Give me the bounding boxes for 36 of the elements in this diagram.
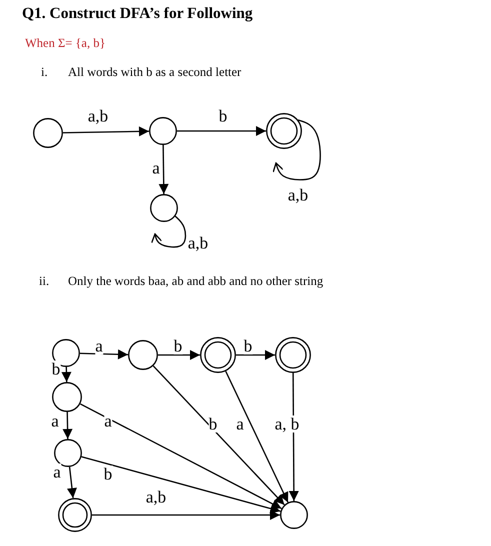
transition-arrow (62, 126, 150, 136)
edge-label: b (104, 466, 112, 482)
transition-arrow (81, 456, 281, 514)
transition-arrow (177, 126, 266, 136)
transition-arrow (80, 349, 128, 360)
edge-label: b (174, 338, 182, 354)
list-marker: ii. (39, 274, 50, 289)
self-loop-arrow (272, 119, 321, 180)
alphabet-note: When Σ= {a, b} (25, 36, 106, 51)
edge-label: a (104, 412, 112, 430)
edge-label: a (53, 464, 61, 480)
transition-arrow (158, 145, 169, 194)
transition-arrow (225, 370, 289, 503)
edge-label: a,b (146, 488, 166, 506)
transition-arrow (158, 350, 200, 360)
question-text: Only the words baa, ab and abb and no other string (68, 274, 324, 289)
transition-arrow (288, 373, 299, 501)
transition-arrow (236, 350, 275, 360)
heading: Q1. Construct DFA’s for Following (22, 5, 253, 23)
edge-label: b (244, 338, 252, 354)
edge-label: b (218, 108, 228, 124)
edge-label: a, b (274, 416, 300, 432)
edge-label: b (52, 360, 60, 378)
list-marker: i. (41, 65, 48, 80)
transition-arrow (62, 412, 73, 440)
edge-label: a,b (288, 186, 308, 204)
transition-arrow (92, 510, 280, 520)
edge-label: a,b (88, 108, 108, 124)
transition-arrow (67, 466, 77, 498)
transition-arrow (80, 403, 282, 510)
self-loop-arrow (151, 216, 186, 248)
question-text: All words with b as a second letter (68, 65, 242, 80)
edge-label: b (208, 416, 218, 432)
transition-arrow (61, 366, 72, 382)
transition-arrow (152, 365, 285, 506)
edge-label: a,b (188, 234, 208, 252)
